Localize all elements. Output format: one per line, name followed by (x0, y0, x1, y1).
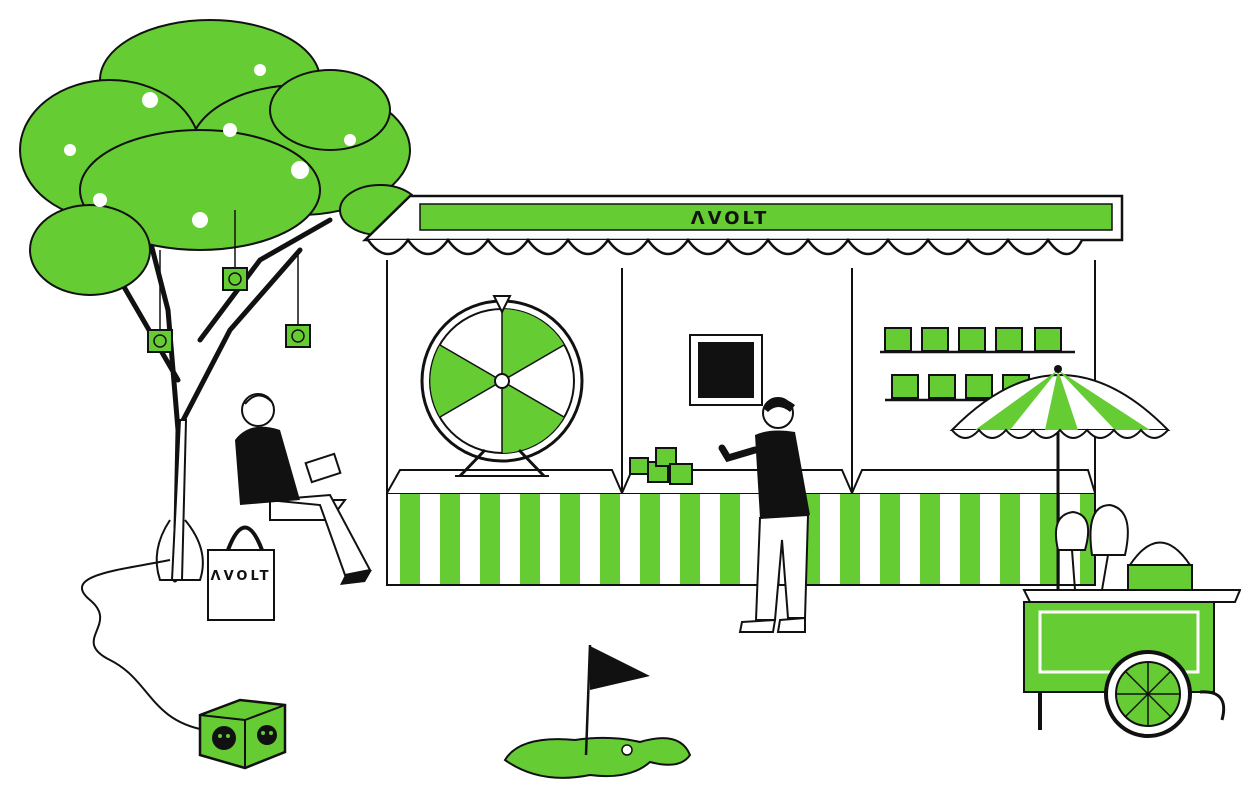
power-cube-icon (198, 698, 287, 770)
golf-flag-icon (590, 646, 650, 690)
booth-counter (386, 469, 1096, 586)
mini-golf-green (503, 644, 692, 779)
prize-wheel (420, 295, 584, 478)
hanging-power-cube (285, 250, 311, 348)
standing-person (718, 397, 810, 633)
cotton-candy-cart (1022, 503, 1241, 738)
bag-brand-logo: ΛVOLT (211, 569, 272, 584)
hanging-power-cube (222, 210, 248, 291)
power-cube-pile (629, 447, 693, 485)
power-cable (81, 559, 206, 731)
awning-brand-logo: ΛVOLT (691, 208, 770, 229)
display-screen (689, 334, 763, 406)
seated-person (235, 393, 372, 585)
awning: ΛVOLT (361, 194, 1124, 256)
shopping-bag: ΛVOLT (207, 525, 275, 621)
tree (19, 19, 421, 583)
hanging-power-cube (147, 250, 173, 353)
umbrella (949, 365, 1171, 590)
